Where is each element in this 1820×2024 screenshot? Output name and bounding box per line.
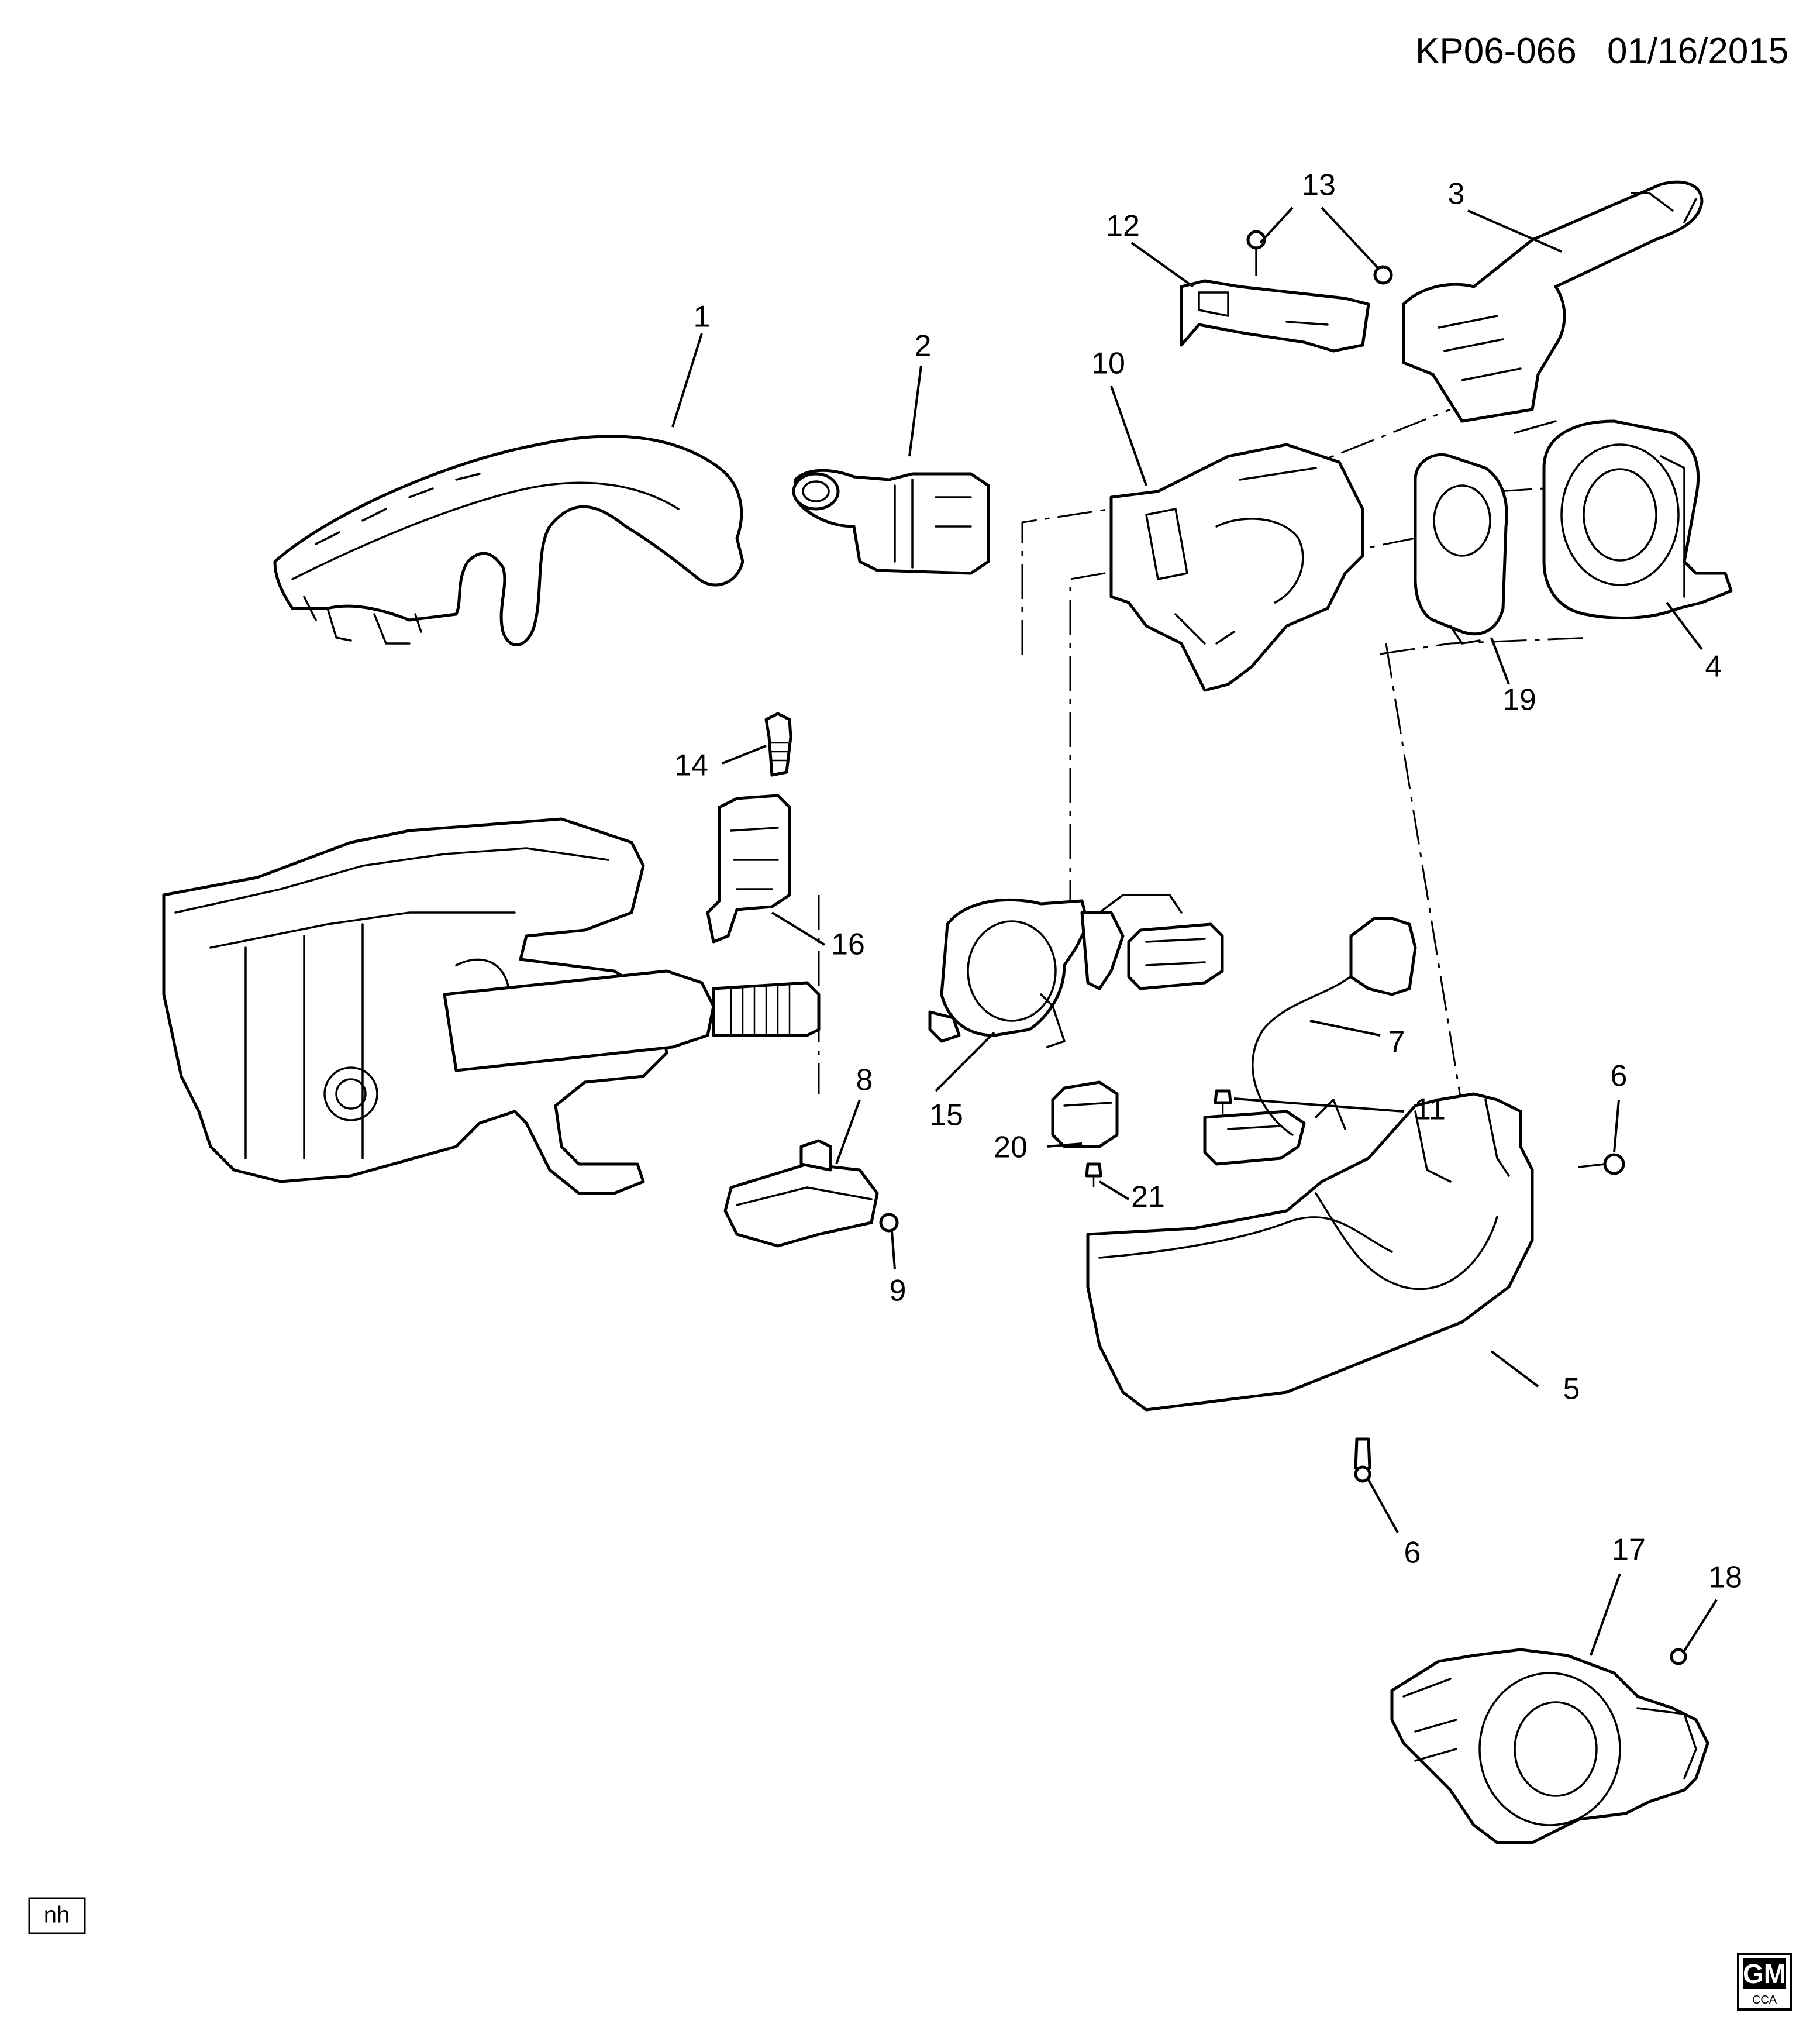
lower-trim-cover	[1086, 1092, 1534, 1412]
callout-17: 17	[1612, 1533, 1646, 1567]
turn-signal-switch	[792, 469, 990, 575]
callout-7: 7	[1388, 1025, 1405, 1059]
gm-logo-subtext: CCA	[1752, 1994, 1777, 2006]
callout-labels: 1 2 3 4 5 6 6 7 8 9 10 11 12 13 14 15 16…	[674, 168, 1742, 1595]
wiper-switch	[1402, 180, 1704, 423]
callout-11: 11	[1414, 1093, 1446, 1127]
callout-3: 3	[1448, 177, 1465, 211]
nh-badge: nh	[28, 1897, 86, 1934]
harness-connector	[1127, 917, 1417, 1166]
callout-9: 9	[890, 1274, 906, 1308]
gm-logo-text: GM	[1743, 1958, 1786, 1989]
callout-2: 2	[915, 329, 932, 363]
steering-column	[162, 817, 821, 1195]
clock-spring	[1514, 419, 1733, 620]
steering-angle-sensor	[1414, 453, 1508, 645]
diagram-date: 01/16/2015	[1607, 31, 1788, 71]
ignition-switch	[706, 794, 791, 944]
callout-19: 19	[1502, 683, 1536, 717]
switch-assembly-17	[1390, 1648, 1709, 1844]
nh-badge-label: nh	[44, 1902, 70, 1928]
callout-5: 5	[1563, 1372, 1580, 1406]
leader-lines	[671, 206, 1718, 1656]
upper-bracket	[1180, 279, 1370, 353]
callout-6-upper: 6	[1611, 1059, 1628, 1093]
upper-trim-cover	[273, 435, 744, 646]
switch-housing	[1109, 443, 1364, 692]
callout-6-lower: 6	[1404, 1536, 1421, 1570]
callout-20: 20	[994, 1131, 1028, 1165]
gm-logo: GM CCA	[1737, 1953, 1792, 2011]
diagram-code: KP06-066	[1415, 31, 1577, 71]
callout-12: 12	[1106, 209, 1140, 243]
callout-10: 10	[1091, 347, 1125, 381]
callout-1: 1	[694, 300, 711, 334]
callout-14: 14	[674, 749, 708, 783]
fastener-18	[1670, 1648, 1687, 1665]
fastener-6-lower	[1354, 1437, 1371, 1483]
callout-16: 16	[831, 928, 865, 962]
callout-15: 15	[929, 1099, 963, 1133]
screw-21	[1085, 1162, 1102, 1187]
stud	[764, 712, 792, 777]
module-8	[723, 1139, 879, 1248]
screw-11	[1214, 1089, 1232, 1114]
callout-21: 21	[1131, 1180, 1165, 1214]
column-mount	[928, 894, 1183, 1048]
fastener-6-upper	[1578, 1153, 1625, 1175]
small-sensor	[1051, 1080, 1119, 1148]
fastener-13-left	[1246, 230, 1266, 276]
fastener-13-right	[1373, 265, 1393, 285]
callout-18: 18	[1708, 1561, 1742, 1595]
callout-13: 13	[1302, 168, 1336, 202]
fastener-9	[879, 1213, 899, 1233]
callout-8: 8	[856, 1063, 873, 1097]
callout-4: 4	[1705, 650, 1722, 684]
